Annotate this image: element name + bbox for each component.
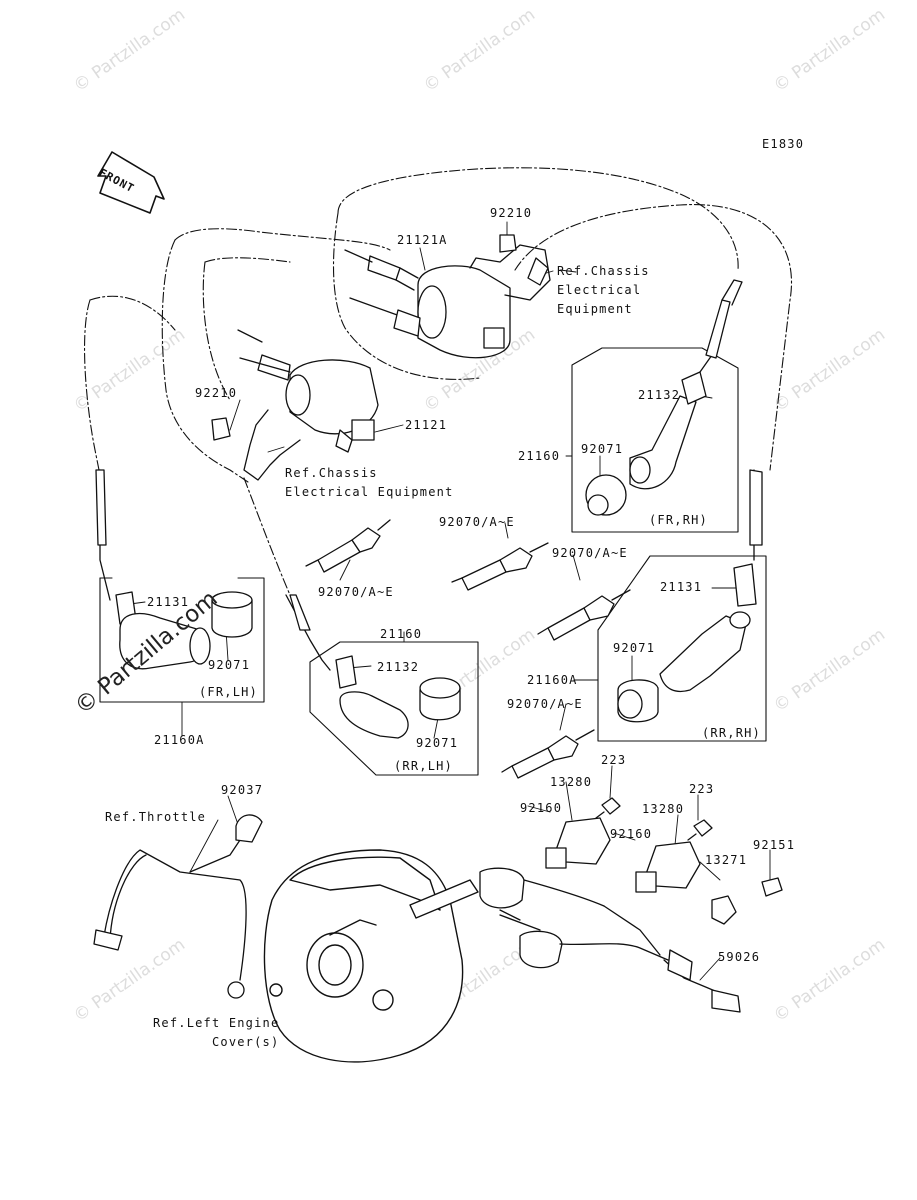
plug-cap-rr-lh — [335, 655, 461, 739]
bolt-223-b — [687, 819, 713, 841]
position-rr-rh: (RR,RH) — [702, 726, 761, 740]
part-21132-top: 21132 — [638, 388, 681, 402]
part-21132-mid: 21132 — [377, 660, 420, 674]
part-223-b: 223 — [689, 782, 715, 796]
plug-cap-fr-lh — [115, 591, 253, 670]
ignition-coil-21121 — [211, 329, 379, 481]
ignition-cables — [95, 469, 763, 671]
plug-cap-fr-rh — [585, 279, 743, 516]
front-arrow-icon — [97, 151, 165, 214]
part-92070-left: 92070/A~E — [318, 585, 394, 599]
group-box-fr-rh — [571, 347, 739, 533]
bolt-223-a — [595, 797, 621, 819]
part-21121A: 21121A — [397, 233, 448, 247]
part-13280-b: 13280 — [642, 802, 685, 816]
part-92151: 92151 — [753, 838, 796, 852]
part-92160-b: 92160 — [610, 827, 653, 841]
part-92210-left: 92210 — [195, 386, 238, 400]
part-92071-rr-rh: 92071 — [613, 641, 656, 655]
part-59026: 59026 — [718, 950, 761, 964]
plug-cap-rr-rh — [617, 563, 757, 723]
group-boundary-lines — [83, 167, 792, 596]
part-21131-left: 21131 — [147, 595, 190, 609]
pickup-coil-harness — [479, 867, 741, 1013]
ref-engine-cover: Ref.Left Engine Cover(s) — [153, 1016, 280, 1049]
position-fr-rh: (FR,RH) — [649, 513, 708, 527]
part-92070-center: 92070/A~E — [439, 515, 515, 529]
part-21131-right: 21131 — [660, 580, 703, 594]
part-21160-mid: 21160 — [380, 627, 423, 641]
diagram-code: E1830 — [762, 137, 805, 151]
part-92071-fr-lh: 92071 — [208, 658, 251, 672]
left-engine-cover — [263, 849, 479, 1063]
position-rr-lh: (RR,LH) — [394, 759, 453, 773]
part-21121: 21121 — [405, 418, 448, 432]
part-92070-right: 92070/A~E — [552, 546, 628, 560]
part-92210-top: 92210 — [490, 206, 533, 220]
spark-plug-left — [305, 519, 391, 573]
spark-plug-lower — [501, 729, 595, 779]
part-92071-rr-lh: 92071 — [416, 736, 459, 750]
part-223-a: 223 — [601, 753, 627, 767]
bracket-13280-a — [545, 817, 611, 869]
spark-plug-center — [451, 542, 549, 591]
ref-throttle: Ref.Throttle — [105, 810, 207, 824]
position-fr-lh: (FR,LH) — [199, 685, 258, 699]
ref-chassis-left: Ref.Chassis Electrical Equipment — [285, 466, 454, 499]
part-92071-fr-rh: 92071 — [581, 442, 624, 456]
part-92160-a: 92160 — [520, 801, 563, 815]
throttle-cable — [93, 814, 263, 999]
ignition-coil-21121A — [344, 234, 551, 359]
part-92037: 92037 — [221, 783, 264, 797]
part-13271: 13271 — [705, 853, 748, 867]
clamp-13271 — [711, 895, 737, 925]
part-92070-lower: 92070/A~E — [507, 697, 583, 711]
part-13280-a: 13280 — [550, 775, 593, 789]
bracket-13280-b — [635, 841, 701, 893]
part-21160A-left: 21160A — [154, 733, 205, 747]
ref-chassis-top: Ref.Chassis Electrical Equipment — [557, 264, 650, 316]
part-21160A-right: 21160A — [527, 673, 578, 687]
spark-plug-right — [537, 589, 631, 641]
group-box-rr-rh — [597, 555, 767, 742]
group-box-fr-lh — [99, 577, 265, 703]
group-box-rr-lh — [309, 641, 479, 776]
part-21160-right: 21160 — [518, 449, 561, 463]
bolt-92151 — [761, 877, 783, 897]
